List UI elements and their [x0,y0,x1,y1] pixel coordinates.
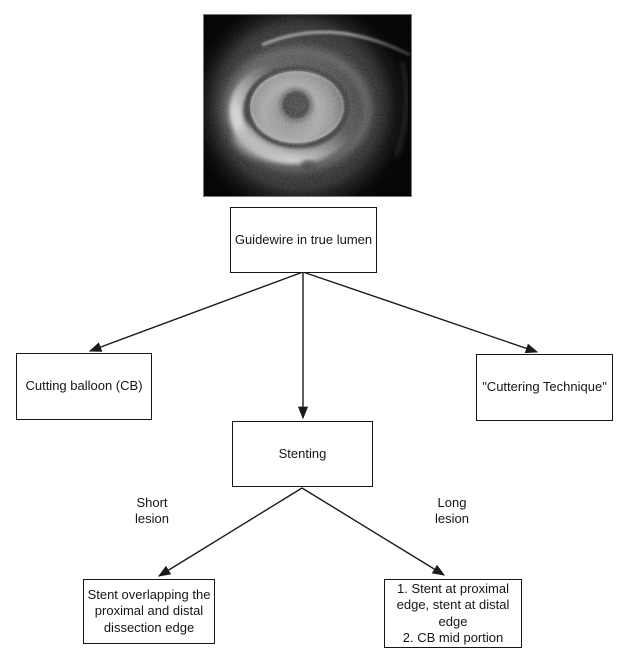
arrow-guidewire-to-cutting-balloon [88,271,304,352]
node-stenting: Stenting [232,421,373,487]
branch-label-short-lesion: Short lesion [135,495,169,526]
node-stent-overlapping-dissection-edge: Stent overlapping the proximal and dista… [83,579,215,644]
node-cutting-balloon: Cutting balloon (CB) [16,353,152,420]
node-label: Stent overlapping the proximal and dista… [87,587,211,635]
branch-label-long-lesion: Long lesion [435,495,469,526]
ivus-ultrasound-rendering [204,15,411,196]
node-cuttering-technique: "Cuttering Technique" [476,354,613,421]
ivus-ultrasound-image [203,14,412,197]
node-label: Stenting [278,445,327,461]
node-stent-proximal-distal-cb-mid: 1. Stent at proximal edge, stent at dist… [384,579,522,648]
node-label: Guidewire in true lumen [234,231,373,247]
node-label: Cutting balloon (CB) [25,378,143,394]
node-label: 1. Stent at proximal edge, stent at dist… [396,581,510,645]
node-guidewire-in-true-lumen: Guidewire in true lumen [230,207,377,273]
ultrasound-texture [204,15,411,196]
arrow-guidewire-to-cuttering-technique [302,271,539,354]
node-label: "Cuttering Technique" [482,379,607,395]
